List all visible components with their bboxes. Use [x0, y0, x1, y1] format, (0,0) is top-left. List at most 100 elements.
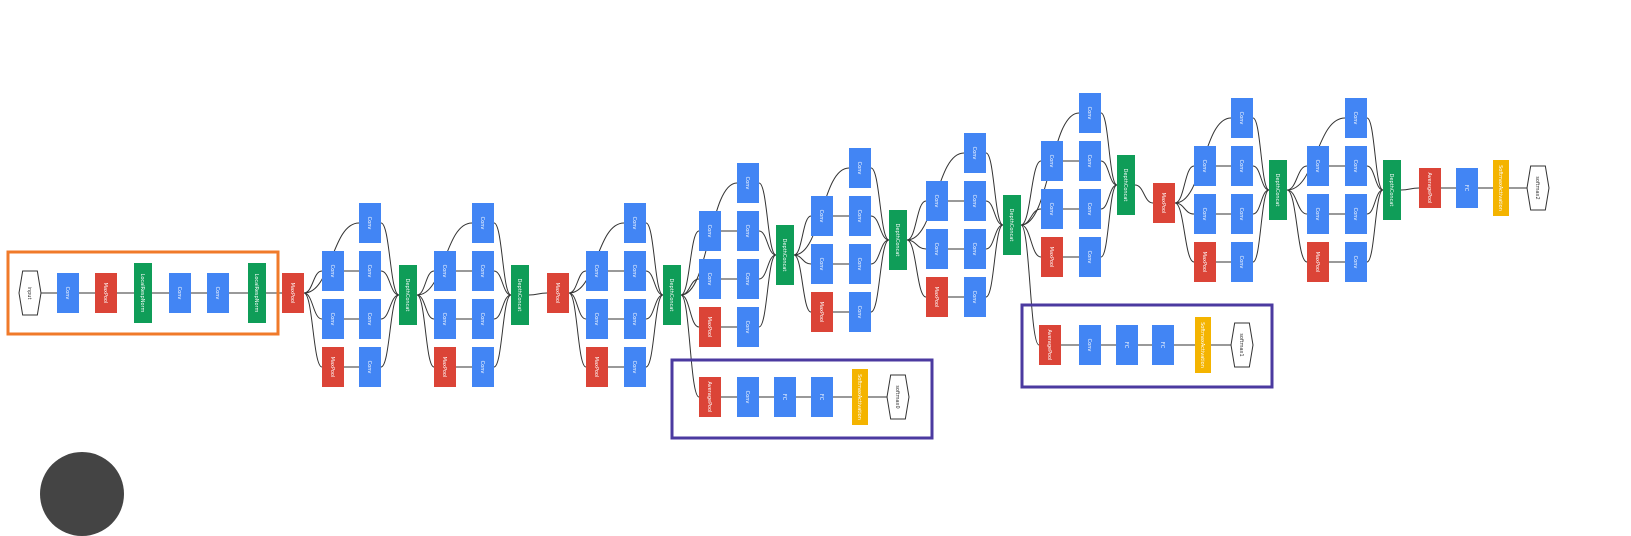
- aux2-conv-shape: [1079, 325, 1101, 365]
- edge-inc4c-concat-to-inc4d-b4-pool: [906, 239, 927, 298]
- inc4a-b1-conv-shape: [624, 203, 646, 243]
- inc3a-b1-conv-shape: [359, 203, 381, 243]
- inc4c-b3-reduce-shape: [811, 244, 833, 284]
- inc4b-concat-label: DepthConcat: [781, 239, 787, 272]
- input-label: input: [26, 287, 32, 300]
- inc3a-b1-conv-node: Conv: [359, 203, 381, 243]
- inc5b-b1-conv-node: Conv: [1345, 98, 1367, 138]
- inc3a-concat-label: DepthConcat: [404, 279, 410, 312]
- inc4e-b2-conv-label: Conv: [1086, 155, 1092, 168]
- inc5b-b4-conv-label: Conv: [1352, 256, 1358, 269]
- edge-inc5b-b1-conv-to-inc5b-concat: [1366, 117, 1384, 191]
- stem-lrn2-shape: [248, 263, 266, 323]
- inc3b-b4-pool-node: MaxPool: [434, 347, 456, 387]
- aux1-fc1-shape: [774, 377, 796, 417]
- inc3a-b4-pool-label: MaxPool: [329, 357, 335, 378]
- aux2-fc1-shape: [1116, 325, 1138, 365]
- inc5b-b4-pool-node: MaxPool: [1307, 242, 1329, 282]
- aux-classifier-2-highlight-box: [1020, 303, 1274, 389]
- head-avgpool-shape: [1419, 168, 1441, 208]
- edge-inc4a-concat-to-aux1-pool: [680, 294, 700, 398]
- edge-inc4c-concat-to-inc4d-b3-reduce: [906, 239, 927, 250]
- aux1-conv-shape: [737, 377, 759, 417]
- pool4-label: MaxPool: [1160, 193, 1166, 214]
- inc4c-b2-conv-shape: [849, 196, 871, 236]
- edge-inc4b-concat-to-inc4c-b2-reduce: [793, 215, 812, 256]
- pool2-label: MaxPool: [289, 283, 295, 304]
- aux1-fc2-node: FC: [811, 377, 833, 417]
- stem-conv2-shape: [169, 273, 191, 313]
- inc3a-concat-node: DepthConcat: [399, 265, 417, 325]
- aux2-fc1-label: FC: [1123, 342, 1129, 349]
- inc4d-b4-conv-label: Conv: [971, 291, 977, 304]
- inc4b-b1-conv-shape: [737, 163, 759, 203]
- inc4e-b1-conv-label: Conv: [1086, 107, 1092, 120]
- inc4e-b2-conv-node: Conv: [1079, 141, 1101, 181]
- inc4c-b3-conv-label: Conv: [856, 258, 862, 271]
- edge-inc4d-concat-to-aux2-pool: [1020, 224, 1040, 346]
- inc4c-b4-conv-label: Conv: [856, 306, 862, 319]
- inc4c-b2-conv-node: Conv: [849, 196, 871, 236]
- inc5a-b2-conv-label: Conv: [1238, 160, 1244, 173]
- inc5a-concat-node: DepthConcat: [1269, 160, 1287, 220]
- inc5b-b4-conv-node: Conv: [1345, 242, 1367, 282]
- inc4b-b3-conv-shape: [737, 259, 759, 299]
- pool3-shape: [547, 273, 569, 313]
- inc4c-concat-shape: [889, 210, 907, 270]
- edge-inc3b-concat-to-pool3: [528, 292, 548, 296]
- inc4e-b4-conv-label: Conv: [1086, 251, 1092, 264]
- stem-lrn1-shape: [134, 263, 152, 323]
- inc4b-b4-conv-shape: [737, 307, 759, 347]
- inc4b-b2-reduce-label: Conv: [706, 225, 712, 238]
- inc3a-b4-pool-shape: [322, 347, 344, 387]
- inc3a-b2-reduce-shape: [322, 251, 344, 291]
- inc4e-b4-pool-label: MaxPool: [1048, 247, 1054, 268]
- inc4b-b3-reduce-shape: [699, 259, 721, 299]
- inc4c-b3-reduce-node: Conv: [811, 244, 833, 284]
- inc3b-b2-conv-shape: [472, 251, 494, 291]
- edge-inc4d-concat-to-inc4e-b2-reduce: [1020, 160, 1042, 226]
- inc4a-b2-reduce-label: Conv: [593, 265, 599, 278]
- edge-inc4e-concat-to-pool4: [1134, 184, 1154, 204]
- edge-inc5b-concat-to-head-avgpool: [1400, 187, 1420, 191]
- edge-inc4a-b4-conv-to-inc4a-concat: [645, 294, 664, 368]
- aux2-pool-label: AveragePool: [1046, 330, 1052, 361]
- inc5b-b2-conv-node: Conv: [1345, 146, 1367, 186]
- edge-inc5a-b1-conv-to-inc5a-concat: [1252, 117, 1270, 191]
- inc3b-b4-conv-shape: [472, 347, 494, 387]
- edge-inc3b-b1-conv-to-inc3b-concat: [493, 222, 512, 296]
- inc3a-b3-reduce-node: Conv: [322, 299, 344, 339]
- edge-inc3b-b4-conv-to-inc3b-concat: [493, 294, 512, 368]
- inc4a-concat-shape: [663, 265, 681, 325]
- inc3a-b4-conv-label: Conv: [366, 361, 372, 374]
- inc5a-concat-shape: [1269, 160, 1287, 220]
- aux2-softmax-shape: [1195, 317, 1211, 373]
- inc4a-b4-conv-node: Conv: [624, 347, 646, 387]
- edge-inc3a-concat-to-inc3b-b4-pool: [416, 294, 435, 368]
- inc3b-b3-reduce-node: Conv: [434, 299, 456, 339]
- inc4d-concat-label: DepthConcat: [1008, 209, 1014, 242]
- edge-pool3-to-inc4a-b3-reduce: [568, 292, 587, 320]
- inc4c-b1-conv-label: Conv: [856, 162, 862, 175]
- head-out-label: softmax2: [1534, 176, 1540, 199]
- edge-inc4c-concat-to-inc4d-b2-reduce: [906, 200, 927, 241]
- inc4b-b2-conv-shape: [737, 211, 759, 251]
- inc3a-b3-conv-node: Conv: [359, 299, 381, 339]
- aux2-out-shape: [1230, 322, 1254, 368]
- inc4c-b1-conv-shape: [849, 148, 871, 188]
- inc5b-b3-reduce-node: Conv: [1307, 194, 1329, 234]
- inc4a-b3-conv-label: Conv: [631, 313, 637, 326]
- aux-classifier-1-highlight-box: [670, 358, 934, 440]
- inc4e-b2-reduce-shape: [1041, 141, 1063, 181]
- inc4e-b2-conv-shape: [1079, 141, 1101, 181]
- inc5a-b2-reduce-shape: [1194, 146, 1216, 186]
- inc4b-b4-pool-shape: [699, 307, 721, 347]
- edge-pool4-to-inc5a-b4-pool: [1174, 202, 1195, 263]
- inc4c-b2-reduce-shape: [811, 196, 833, 236]
- inc3b-b2-conv-node: Conv: [472, 251, 494, 291]
- inc4b-b1-conv-node: Conv: [737, 163, 759, 203]
- aux1-out-shape: [886, 374, 910, 420]
- head-avgpool-node: AveragePool: [1419, 168, 1441, 208]
